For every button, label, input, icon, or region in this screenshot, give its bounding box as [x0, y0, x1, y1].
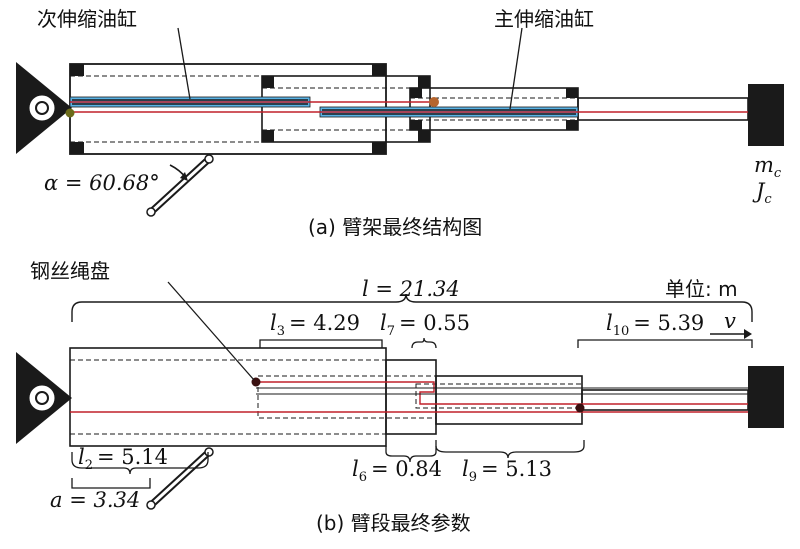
- label-velocity: v: [724, 309, 736, 333]
- label-main-cylinder: 主伸缩油缸: [494, 7, 594, 31]
- leader-reel: [167, 281, 255, 381]
- base-pivot-inner-b: [35, 391, 49, 405]
- boom-section-4-b: [581, 389, 749, 411]
- brace-l9: [435, 440, 585, 459]
- label-secondary-cylinder: 次伸缩油缸: [37, 7, 137, 31]
- brace-a: [71, 478, 151, 489]
- base-pivot-inner: [35, 101, 49, 115]
- label-unit: 单位: m: [665, 277, 738, 301]
- luffing-link-b: [146, 447, 214, 510]
- label-l6: l6= 0.84: [352, 457, 442, 485]
- mass-label: mc: [754, 153, 782, 181]
- leader-main: [509, 27, 523, 110]
- end-mass-b: [748, 366, 784, 428]
- alpha-label: α = 60.68°: [44, 171, 160, 195]
- label-l-total: l = 21.34: [362, 277, 460, 301]
- rope-end-point: [575, 403, 585, 413]
- boom-final-structure: 次伸缩油缸 主伸缩油缸 α = 60.68° mc Jc (a) 臂架最终结构图: [16, 7, 784, 239]
- label-l2: l2= 5.14: [78, 445, 168, 473]
- brace-l2: [71, 452, 209, 475]
- boom-section-2-outline-b: [385, 359, 437, 435]
- rope-pivot-right: [429, 97, 439, 107]
- label-l10: l10= 5.39: [606, 311, 704, 339]
- brace-l3: [259, 339, 383, 348]
- rope-path-b: [256, 381, 748, 405]
- boom-section-2-b: [257, 375, 437, 419]
- end-mass: [748, 84, 784, 146]
- label-reel: 钢丝绳盘: [30, 259, 110, 283]
- caption-a: (a) 臂架最终结构图: [308, 215, 482, 239]
- brace-total: [71, 293, 753, 322]
- label-a: a = 3.34: [50, 488, 140, 512]
- rope-pivot-left: [65, 108, 75, 118]
- boom-section-1-b: [69, 347, 387, 447]
- boom-final-parameters: 钢丝绳盘 l = 21.34 单位: m l3= 4.29 l7= 0.55 l…: [16, 259, 784, 535]
- inertia-label: Jc: [752, 179, 772, 207]
- brace-l7: [411, 337, 437, 349]
- boom-section-3-b: [435, 375, 583, 425]
- caption-b: (b) 臂段最终参数: [316, 511, 471, 535]
- luffing-link: [146, 154, 214, 217]
- boom-section-4: [577, 97, 749, 121]
- brace-l6: [385, 446, 437, 463]
- label-l3: l3= 4.29: [270, 311, 360, 339]
- leader-secondary: [177, 27, 191, 100]
- brace-l10: [577, 339, 753, 348]
- label-l7: l7= 0.55: [380, 311, 470, 339]
- label-l9: l9= 5.13: [462, 457, 552, 485]
